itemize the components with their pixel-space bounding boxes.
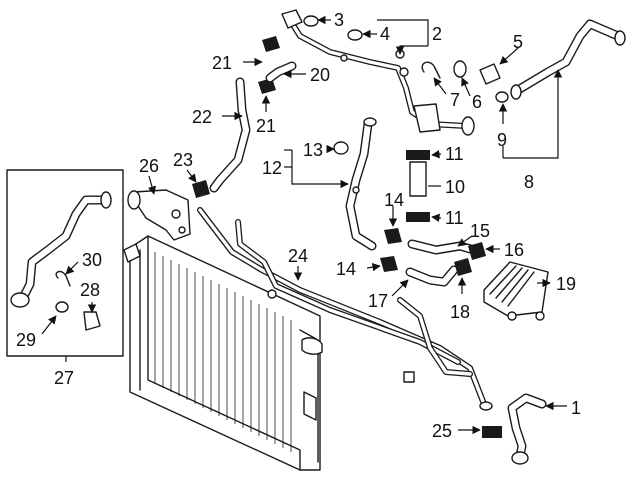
callout-16: 16 <box>504 240 524 260</box>
hose <box>409 161 427 197</box>
clamp <box>380 256 398 272</box>
callout-26: 26 <box>139 156 159 176</box>
callout-4: 4 <box>380 24 390 44</box>
retaining-clip <box>421 61 441 79</box>
callout-11b: 11 <box>445 208 464 228</box>
callout-2: 2 <box>432 24 442 44</box>
callout-9: 9 <box>497 130 507 150</box>
bleeder-hose <box>265 61 297 83</box>
radiator <box>123 235 323 471</box>
coolant-line-pipe <box>197 207 493 411</box>
callout-11a: 11 <box>445 144 464 164</box>
clamp <box>406 212 430 222</box>
seal-ring <box>347 29 363 41</box>
callout-13: 13 <box>303 140 323 160</box>
inset-panel <box>6 169 124 357</box>
coolant-pipe <box>345 117 377 251</box>
heater-hose <box>209 77 251 193</box>
seal-ring <box>333 141 349 155</box>
thermostat-housing <box>127 189 191 241</box>
clamp <box>406 150 430 160</box>
callout-3: 3 <box>334 10 344 30</box>
callout-labels: 1 2 3 4 5 6 7 8 9 10 11 11 12 13 14 14 1… <box>16 10 581 441</box>
callout-1: 1 <box>571 398 581 418</box>
callout-23: 23 <box>173 150 193 170</box>
callout-29: 29 <box>16 330 36 350</box>
clamp <box>482 426 502 438</box>
lower-hose <box>507 393 547 465</box>
callout-7: 7 <box>450 90 460 110</box>
oil-cooler <box>483 261 549 321</box>
clamp <box>192 180 210 198</box>
callout-19: 19 <box>556 274 576 294</box>
connector-fitting <box>479 63 501 85</box>
leader-lines <box>41 15 567 435</box>
callout-8: 8 <box>524 172 534 192</box>
clamp <box>384 228 402 244</box>
clamp <box>468 242 486 260</box>
connector-fitting <box>83 311 101 331</box>
o-ring <box>495 91 509 103</box>
callout-15: 15 <box>470 221 490 241</box>
callout-28: 28 <box>80 280 100 300</box>
clamp <box>454 258 472 276</box>
callout-17: 17 <box>368 291 388 311</box>
callout-30: 30 <box>82 250 102 270</box>
o-ring <box>453 60 467 78</box>
callout-14b: 14 <box>336 259 356 279</box>
callout-6: 6 <box>472 92 482 112</box>
radiator-core-fins <box>154 252 292 452</box>
callout-21b: 21 <box>256 116 276 136</box>
inset-hose <box>10 191 112 308</box>
o-ring <box>55 301 69 313</box>
callout-14a: 14 <box>384 190 404 210</box>
callout-20: 20 <box>310 65 330 85</box>
callout-21a: 21 <box>212 53 232 73</box>
clamp <box>262 36 280 52</box>
retaining-clip <box>55 270 71 287</box>
callout-22: 22 <box>192 107 212 127</box>
callout-12: 12 <box>262 158 282 178</box>
callout-5: 5 <box>513 32 523 52</box>
callout-10: 10 <box>445 177 465 197</box>
oil-cooler-hose <box>405 239 479 287</box>
callout-24: 24 <box>288 246 308 266</box>
upper-radiator-hose <box>510 19 626 100</box>
callout-27: 27 <box>54 368 74 388</box>
seal-ring <box>303 15 319 27</box>
callout-25: 25 <box>432 421 452 441</box>
water-outlet-pipe <box>281 9 475 136</box>
callout-18: 18 <box>450 302 470 322</box>
